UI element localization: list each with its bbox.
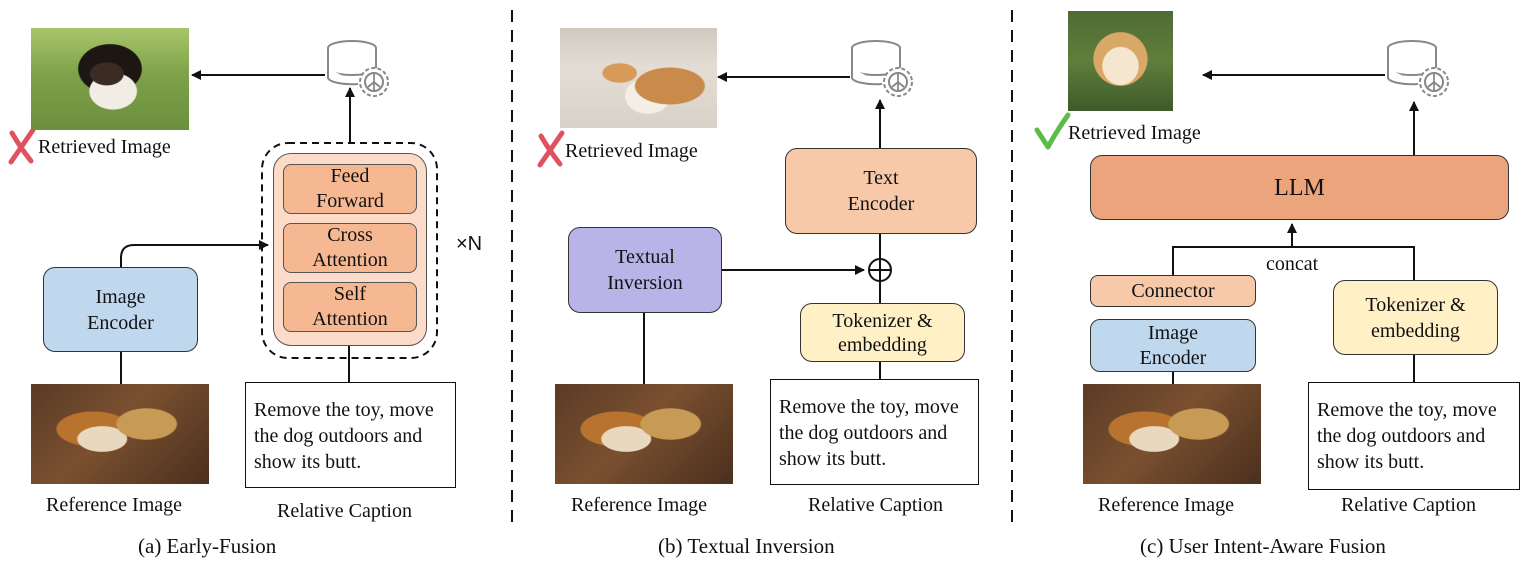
cross-attention-layer: Cross Attention [283, 223, 417, 273]
green-check-icon [1034, 112, 1071, 150]
textual-inversion: Textual Inversion [568, 227, 722, 313]
relative-caption-box-b: Remove the toy, move the dog outdoors an… [770, 379, 979, 485]
repeat-label: ×N [456, 233, 483, 255]
text-encoder: Text Encoder [785, 148, 977, 234]
relative-caption-box-c: Remove the toy, move the dog outdoors an… [1308, 382, 1520, 490]
image-encoder-a: Image Encoder [43, 267, 198, 352]
reference-image-b [555, 384, 733, 484]
feed-forward-layer: Feed Forward [283, 164, 417, 214]
caption-label-a: Relative Caption [277, 500, 412, 522]
relative-caption-box-a: Remove the toy, move the dog outdoors an… [245, 382, 456, 488]
reference-label-b: Reference Image [571, 494, 708, 516]
connector-box: Connector [1090, 275, 1256, 307]
retrieved-image-b [560, 28, 717, 128]
self-attention-layer: Self Attention [283, 282, 417, 332]
database-gear-icon [327, 40, 389, 97]
llm-box: LLM [1090, 155, 1509, 220]
retrieved-label-c: Retrieved Image [1068, 122, 1201, 144]
reference-image-c [1083, 384, 1261, 484]
repeat-dashed-frame [261, 142, 438, 359]
tokenizer-embedding-b: Tokenizer & embedding [800, 303, 965, 362]
circled-plus-icon [868, 258, 892, 282]
caption-label-b: Relative Caption [808, 494, 943, 516]
arrow-encoder-to-cross-attention [120, 240, 269, 267]
reference-label-a: Reference Image [46, 494, 183, 516]
concat-label: concat [1266, 253, 1319, 275]
database-gear-icon [1387, 40, 1449, 97]
red-cross-icon [8, 127, 36, 165]
retrieved-image-a [31, 28, 189, 130]
caption-label-c: Relative Caption [1341, 494, 1476, 516]
red-cross-icon [537, 130, 565, 168]
tokenizer-embedding-c: Tokenizer & embedding [1333, 280, 1498, 355]
panel-title-a: (a) Early-Fusion [138, 534, 277, 558]
reference-label-c: Reference Image [1098, 494, 1235, 516]
retrieved-label-a: Retrieved Image [38, 136, 171, 158]
reference-image-a [31, 384, 209, 484]
database-gear-icon [851, 40, 913, 97]
retrieved-image-c [1068, 11, 1173, 111]
retrieved-label-b: Retrieved Image [565, 140, 698, 162]
panel-title-b: (b) Textual Inversion [658, 534, 835, 558]
concat-bracket [1172, 246, 1415, 280]
image-encoder-c: Image Encoder [1090, 319, 1256, 372]
panel-title-c: (c) User Intent-Aware Fusion [1140, 534, 1386, 558]
